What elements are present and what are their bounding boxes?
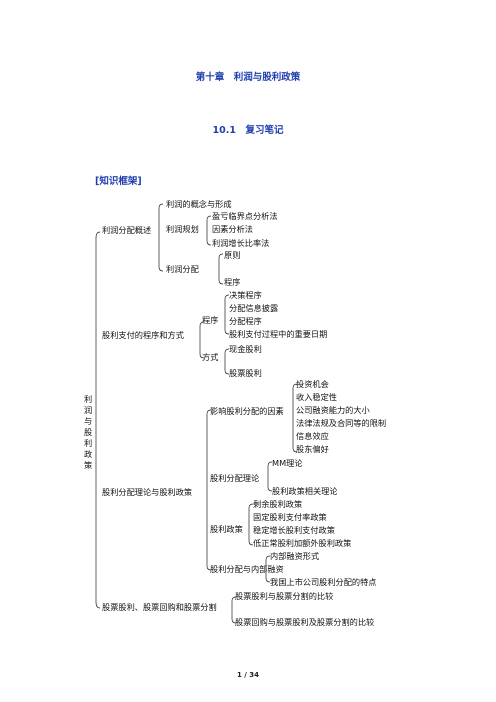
- leaf-bracket: [224, 294, 230, 335]
- sub-branch-label: 程序: [202, 315, 218, 325]
- sub-branch-label: 利润的概念与形成: [166, 199, 232, 209]
- root-char: 与: [84, 416, 92, 426]
- sub-branch-label: 影响股利分配的因素: [210, 406, 284, 416]
- leaf-label: 公司融资能力的大小: [296, 405, 370, 415]
- root-char: 策: [84, 460, 92, 470]
- sub-branch-label: 股利政策: [210, 524, 243, 534]
- sub-branch-label: 方式: [202, 352, 218, 362]
- root-char: 政: [84, 449, 92, 459]
- leaf-label: MM理论: [272, 458, 303, 468]
- leaf-label: 因素分析法: [212, 224, 253, 234]
- branch-bracket: [231, 596, 237, 624]
- page-number: 1 / 34: [236, 671, 260, 679]
- leaf-bracket: [206, 215, 212, 246]
- sub-branch-label: 利润规划: [166, 224, 199, 234]
- leaf-label: 决策程序: [229, 290, 262, 300]
- chapter-title: 第十章 利润与股利政策: [195, 72, 301, 83]
- leaf-label: 内部融资形式: [270, 551, 319, 561]
- leaf-label: 分配程序: [229, 316, 262, 326]
- leaf-label: 我国上市公司股利分配的特点: [270, 577, 376, 587]
- branch-label: 利润分配概述: [102, 225, 151, 235]
- sub-branch-label: 股票股利与股票分割的比较: [235, 591, 333, 601]
- leaf-label: 原则: [224, 250, 240, 260]
- leaf-label: 信息效应: [296, 431, 329, 441]
- leaf-label: 盈亏临界点分析法: [212, 211, 278, 221]
- section-title: 10.1 复习笔记: [212, 125, 284, 136]
- framework-label: [知识框架]: [95, 176, 142, 187]
- leaf-label: 剩余股利政策: [253, 499, 302, 509]
- root-char: 利: [84, 394, 92, 404]
- root-char: 润: [84, 405, 92, 415]
- leaf-label: 现金股利: [229, 344, 262, 354]
- leaf-label: 收入稳定性: [296, 392, 337, 402]
- branch-bracket: [158, 203, 164, 272]
- leaf-label: 稳定增长股利支付政策: [253, 525, 335, 535]
- sub-branch-label: 股票回购与股票股利及股票分割的比较: [235, 617, 374, 627]
- leaf-label: 程序: [224, 277, 240, 287]
- branch-label: 股利支付的程序和方式: [102, 330, 184, 340]
- leaf-label: 利润增长比率法: [212, 238, 269, 248]
- root-char: 股: [84, 427, 92, 437]
- leaf-bracket: [267, 461, 273, 492]
- mindmap-root: 利 润 与 股 利 政 策: [84, 394, 92, 470]
- branch-label: 股利分配理论与股利政策: [102, 487, 192, 497]
- leaf-label: 股利政策相关理论: [272, 486, 338, 496]
- leaf-label: 低正常股利加额外股利政策: [253, 538, 351, 548]
- sub-branch-label: 股利分配与内部融资: [210, 564, 284, 574]
- leaf-bracket: [218, 253, 224, 285]
- leaf-label: 股东偏好: [296, 444, 329, 454]
- leaf-label: 固定股利支付率政策: [253, 512, 327, 522]
- leaf-bracket: [248, 503, 254, 546]
- leaf-bracket: [292, 383, 298, 453]
- leaf-label: 股票股利: [229, 368, 262, 378]
- sub-branch-label: 利润分配: [166, 264, 199, 274]
- leaf-label: 法律法规及合同等的限制: [296, 418, 386, 428]
- sub-branch-label: 股利分配理论: [210, 473, 259, 483]
- leaf-label: 股利支付过程中的重要日期: [229, 329, 327, 339]
- leaf-label: 投资机会: [296, 379, 329, 389]
- root-char: 利: [84, 438, 92, 448]
- leaf-bracket: [224, 348, 230, 375]
- leaf-bracket: [265, 555, 271, 583]
- leaf-label: 分配信息披露: [229, 303, 278, 313]
- branch-bracket: [199, 321, 205, 359]
- branch-label: 股票股利、股票回购和股票分割: [102, 602, 217, 612]
- branch-bracket: [206, 409, 212, 571]
- root-bracket: [95, 231, 101, 609]
